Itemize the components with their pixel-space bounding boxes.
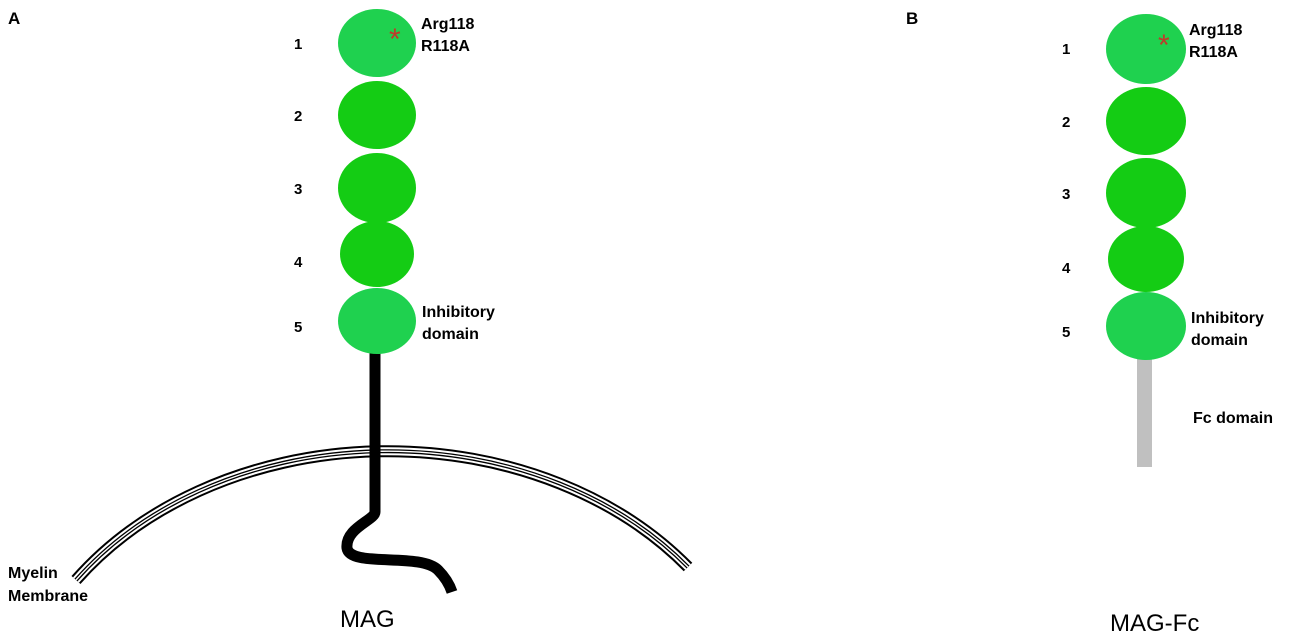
panel-a: A * 1 2 3 4 5 Arg118 R118A Inhibitory do… — [8, 9, 693, 633]
domain-number-b-5: 5 — [1062, 324, 1070, 341]
ig-domain-b-4 — [1108, 226, 1184, 292]
fc-domain-label: Fc domain — [1193, 410, 1273, 427]
ig-domain-5 — [338, 288, 416, 354]
fc-stalk — [1137, 355, 1152, 467]
inhibitory-label-line1: Inhibitory — [422, 304, 495, 321]
panel-a-letter: A — [8, 9, 20, 28]
mutation-asterisk-a: * — [389, 23, 401, 56]
inhibitory-label-b-line1: Inhibitory — [1191, 310, 1264, 327]
domain-number-4: 4 — [294, 254, 303, 271]
site-label-b-r118a: R118A — [1189, 44, 1238, 61]
ig-domain-2 — [338, 81, 416, 149]
panel-b-title: MAG-Fc — [1110, 610, 1199, 637]
panel-b-letter: B — [906, 9, 918, 28]
site-label-b-arg118: Arg118 — [1189, 22, 1242, 39]
ig-domain-b-5 — [1106, 292, 1186, 360]
site-label-r118a: R118A — [421, 38, 470, 55]
domain-number-b-3: 3 — [1062, 186, 1070, 203]
domain-number-3: 3 — [294, 181, 302, 198]
membrane-label-line2: Membrane — [8, 588, 88, 605]
domain-number-2: 2 — [294, 108, 302, 125]
domain-number-b-4: 4 — [1062, 260, 1071, 277]
panel-b: B * 1 2 3 4 5 Arg118 R118A Inhibitory do… — [906, 9, 1273, 637]
ig-domain-b-2 — [1106, 87, 1186, 155]
panel-a-title: MAG — [340, 606, 395, 633]
domain-number-b-1: 1 — [1062, 41, 1070, 58]
ig-domain-3 — [338, 153, 416, 223]
membrane-label-line1: Myelin — [8, 565, 58, 582]
ig-domain-b-3 — [1106, 158, 1186, 228]
ig-domain-1 — [338, 9, 416, 77]
site-label-arg118: Arg118 — [421, 16, 474, 33]
inhibitory-label-b-line2: domain — [1191, 332, 1248, 349]
inhibitory-label-line2: domain — [422, 326, 479, 343]
domain-number-b-2: 2 — [1062, 114, 1070, 131]
domain-number-1: 1 — [294, 36, 302, 53]
ig-domain-4 — [340, 221, 414, 287]
ig-domain-b-1 — [1106, 14, 1186, 84]
domain-number-5: 5 — [294, 319, 302, 336]
transmembrane-tail — [341, 352, 458, 594]
mutation-asterisk-b: * — [1158, 29, 1170, 62]
